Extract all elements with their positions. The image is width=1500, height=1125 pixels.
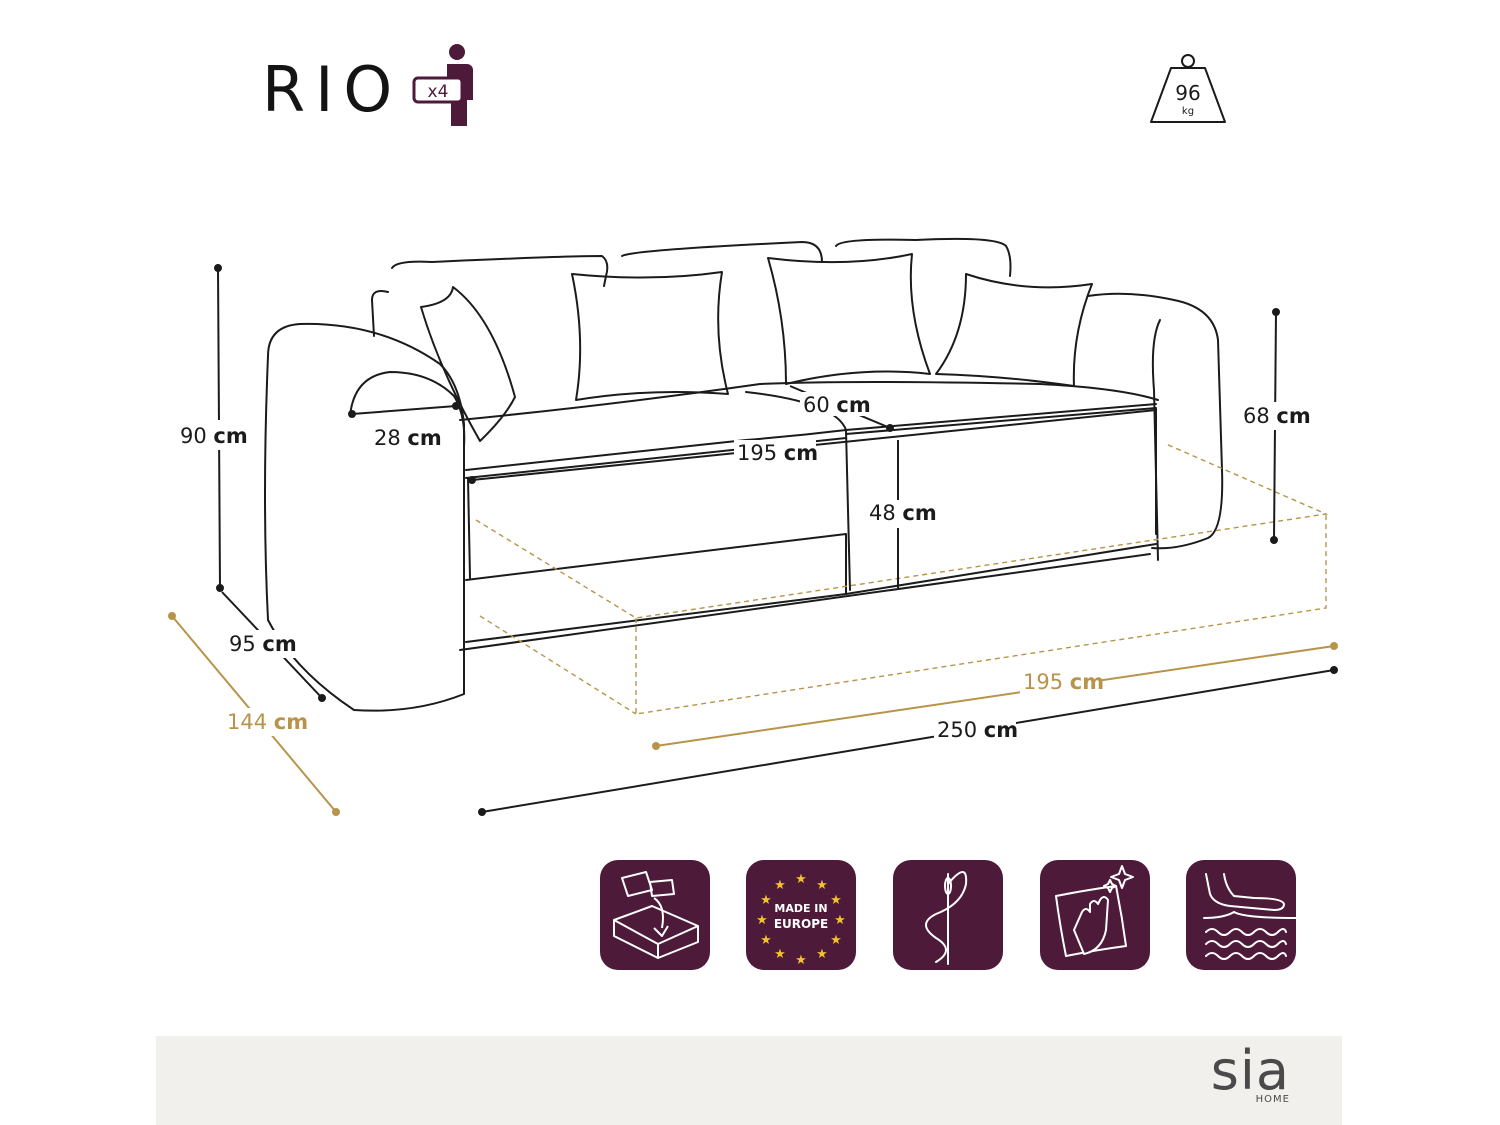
svg-text:★: ★ (830, 933, 842, 948)
dim-seat-depth: 60 cm (803, 393, 871, 417)
persons-multiplier: x4 (428, 82, 449, 102)
dimension-lines (214, 264, 1338, 816)
dim-seat-height: 48 cm (869, 501, 937, 525)
brand-logo: sia HOME (1210, 1039, 1290, 1106)
svg-text:★: ★ (756, 913, 768, 928)
dim-height-total: 90 cm (180, 424, 248, 448)
svg-text:★: ★ (816, 878, 828, 893)
storage-icon (600, 860, 710, 970)
europe-label: EUROPE (774, 917, 828, 931)
svg-text:★: ★ (760, 933, 772, 948)
dim-bed-depth: 144 cm (227, 710, 308, 734)
svg-text:★: ★ (760, 893, 772, 908)
svg-text:★: ★ (774, 947, 786, 962)
product-title: RIO (262, 53, 402, 126)
made-in-europe-icon: ★ ★ ★ ★ ★ ★ ★ ★ ★ ★ ★ ★ MADE IN EUROPE (746, 860, 856, 970)
needle-thread-icon (893, 860, 1003, 970)
svg-text:★: ★ (834, 913, 846, 928)
weight-unit: kg (1182, 106, 1194, 117)
made-in-label: MADE IN (774, 902, 827, 915)
cleaning-cloth-icon (1040, 860, 1150, 970)
dim-total-width: 250 cm (937, 718, 1018, 742)
sofa-drawing (264, 237, 1224, 712)
bed-mode-outline (475, 443, 1329, 715)
svg-text:★: ★ (774, 878, 786, 893)
comfort-foam-icon (1186, 860, 1297, 970)
svg-text:★: ★ (795, 953, 807, 968)
svg-text:★: ★ (795, 872, 807, 887)
brand-name: sia (1210, 1039, 1290, 1102)
svg-text:★: ★ (816, 947, 828, 962)
feature-icons: ★ ★ ★ ★ ★ ★ ★ ★ ★ ★ ★ ★ MADE IN EUROPE (600, 860, 1297, 970)
persons-capacity-icon: x4 (412, 44, 473, 126)
dim-backrest-height: 68 cm (1243, 404, 1311, 428)
dim-armrest-width: 28 cm (374, 426, 442, 450)
dimension-lines-bed (168, 612, 1338, 816)
dim-depth: 95 cm (229, 632, 297, 656)
footer-band (156, 1036, 1342, 1125)
brand-subtitle: HOME (1255, 1094, 1290, 1105)
dim-seat-width: 195 cm (737, 441, 818, 465)
dim-bed-width: 195 cm (1023, 670, 1104, 694)
weight-icon: 96 kg (1150, 54, 1226, 123)
weight-value: 96 (1175, 81, 1200, 105)
svg-text:★: ★ (830, 893, 842, 908)
